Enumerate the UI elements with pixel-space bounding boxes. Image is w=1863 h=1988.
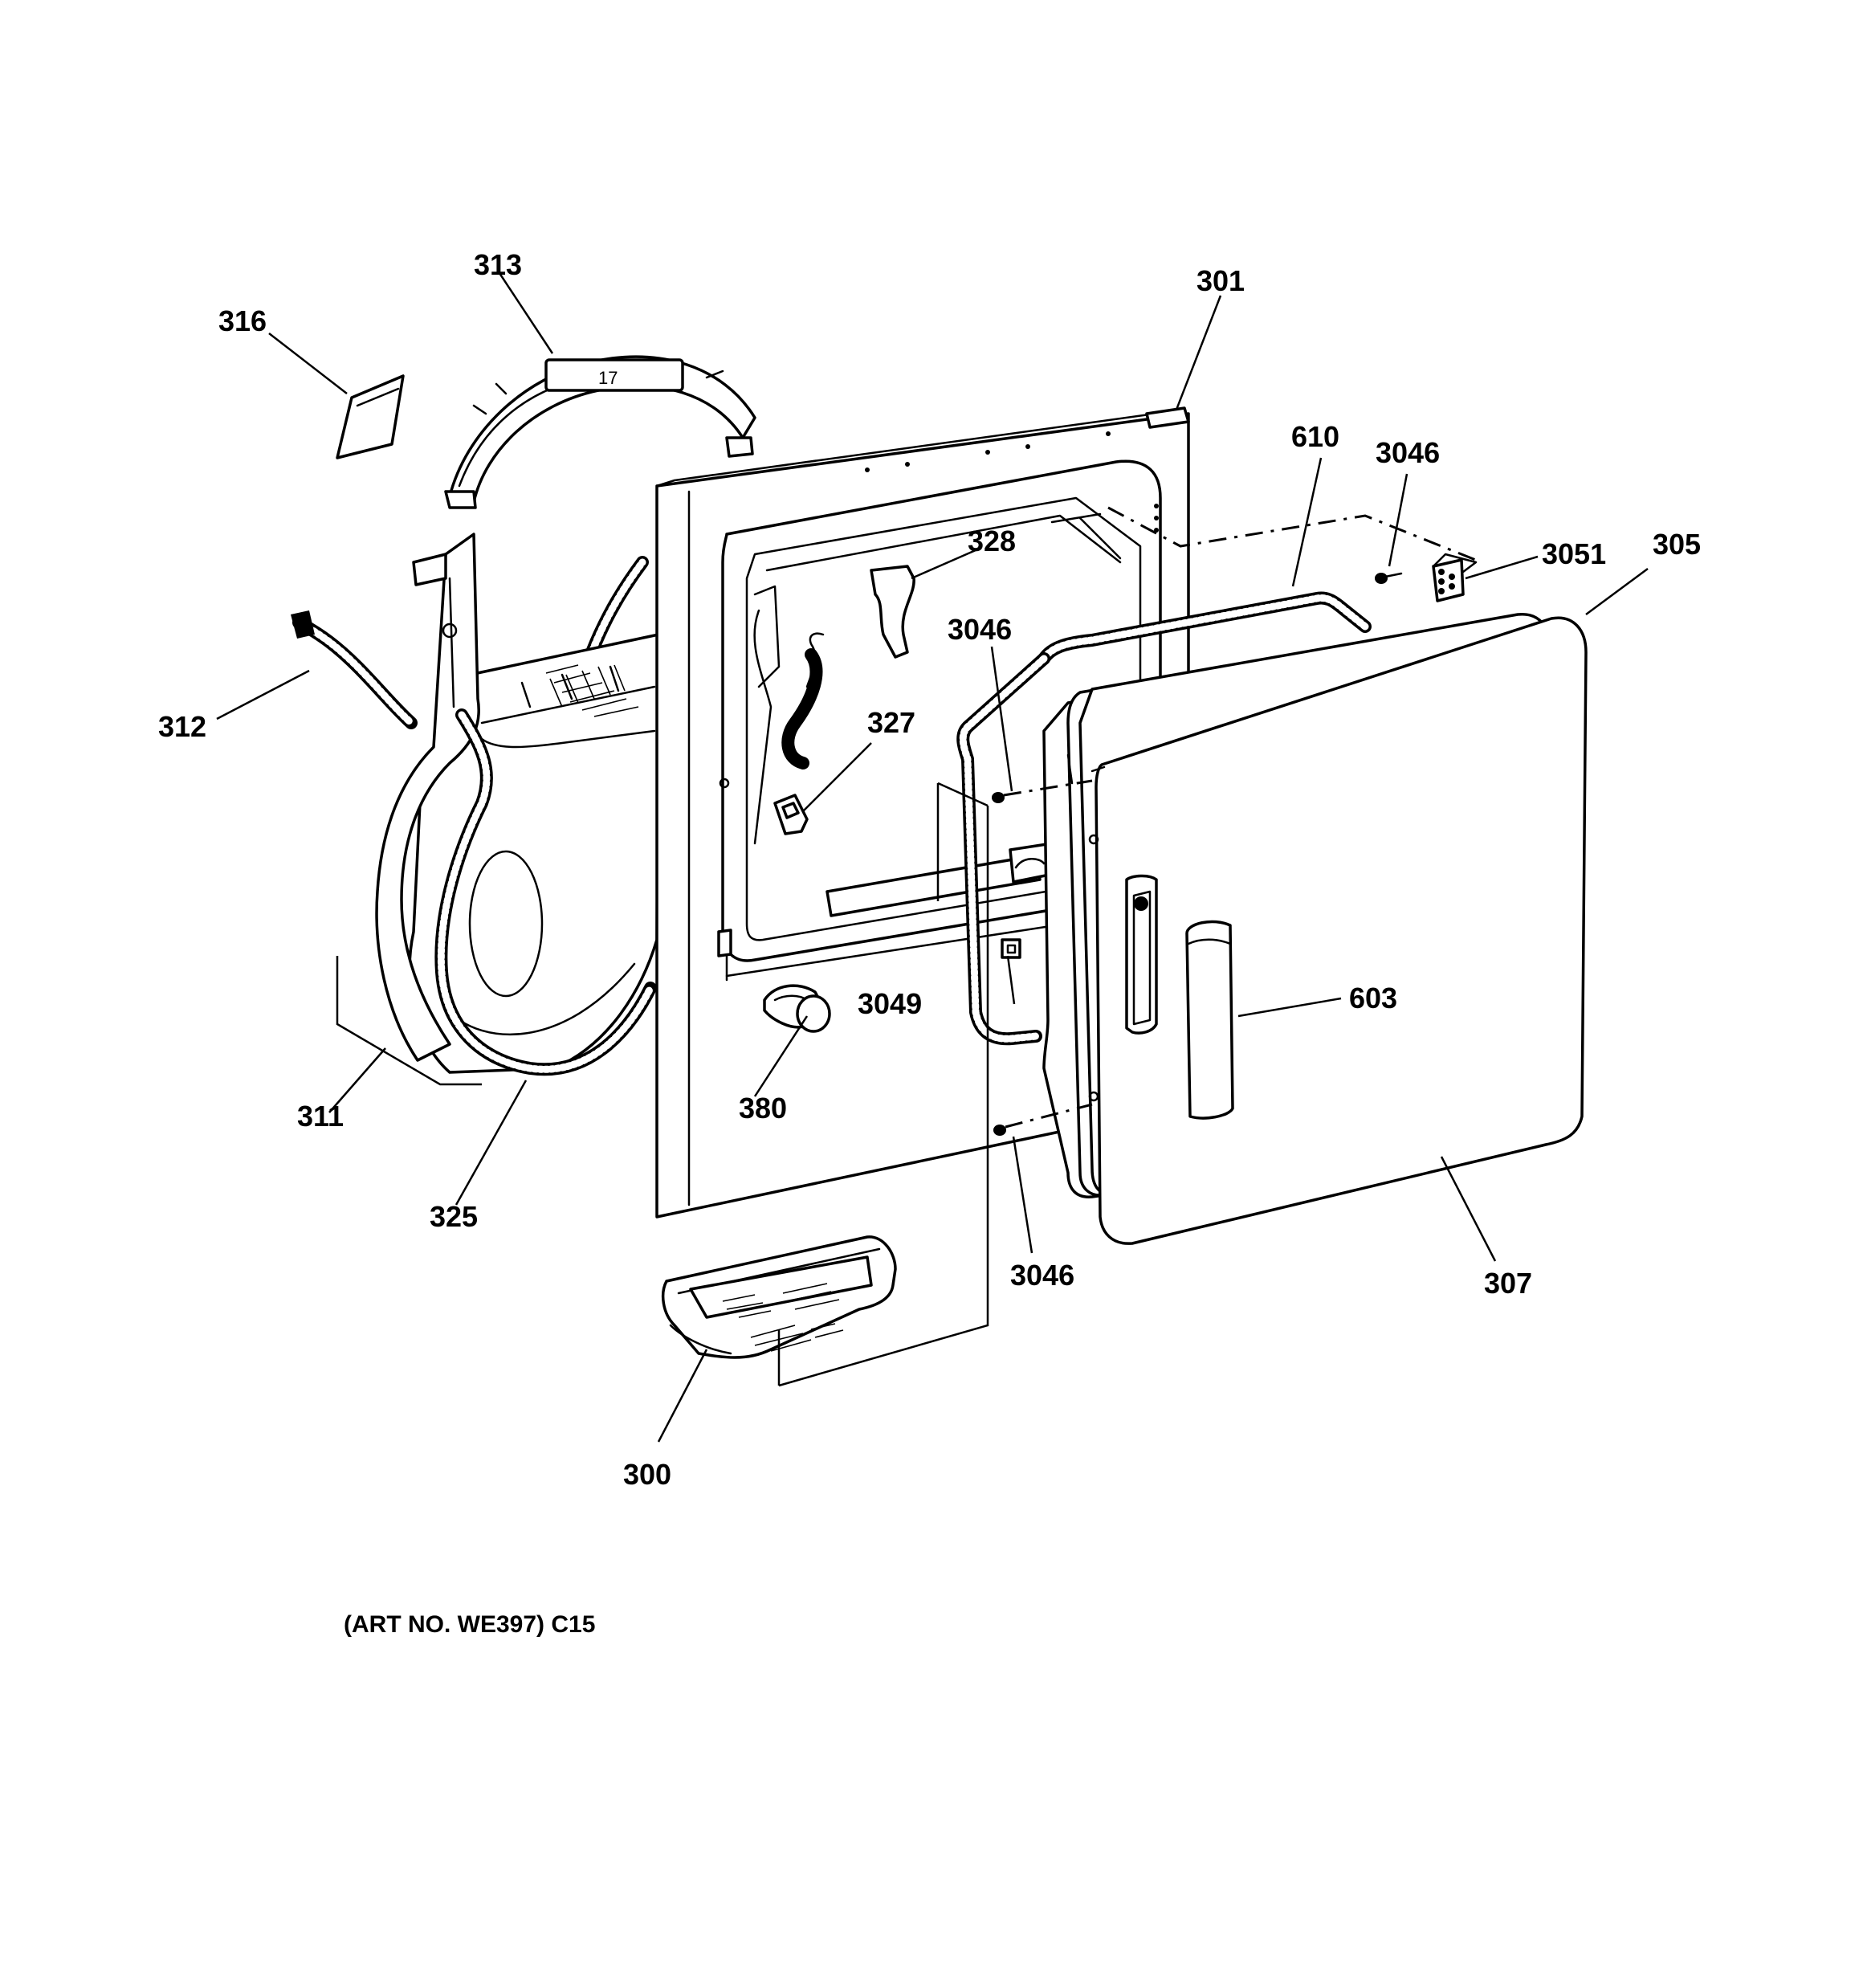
callout-3046-mid: 3046 <box>948 613 1012 646</box>
callout-316: 316 <box>218 304 267 337</box>
alignment-line-top <box>1107 506 1478 562</box>
callout-325: 325 <box>430 1200 478 1233</box>
part-300-lint-filter <box>661 1235 897 1359</box>
callout-328: 328 <box>968 525 1016 557</box>
part-311-flange <box>375 533 480 1062</box>
part-328-latch-plate <box>870 565 915 659</box>
part-305-door-outer <box>1066 616 1588 1245</box>
callout-305: 305 <box>1653 528 1701 561</box>
callout-301: 301 <box>1196 264 1245 297</box>
part-3046-screw-top <box>1375 572 1403 584</box>
part-3046-screw-mid <box>992 779 1093 803</box>
callout-603: 603 <box>1349 982 1397 1014</box>
art-number: (ART NO. WE397) C15 <box>344 1611 595 1638</box>
callout-300: 300 <box>623 1458 671 1491</box>
callout-327: 327 <box>867 706 915 739</box>
part-3049-strike <box>1001 938 1021 959</box>
leader-lines <box>216 272 1649 1443</box>
callout-307: 307 <box>1484 1267 1532 1300</box>
callout-labels: 313 316 301 610 3046 3051 305 328 3046 3… <box>158 248 1701 1491</box>
callout-3046-bottom: 3046 <box>1010 1259 1074 1292</box>
part-313-arch-bracket: 17 <box>444 355 756 509</box>
part-327-switch <box>773 632 825 835</box>
callout-312: 312 <box>158 710 206 743</box>
callout-3046-top: 3046 <box>1376 436 1440 469</box>
part-610-door-gasket <box>956 591 1372 1046</box>
part-316-strip <box>336 374 405 459</box>
callout-610: 610 <box>1291 420 1339 453</box>
callout-3049: 3049 <box>858 987 922 1020</box>
part-3046-screw-bottom <box>993 1103 1093 1136</box>
callout-3051: 3051 <box>1542 537 1606 570</box>
part-325-seal <box>434 708 657 1076</box>
svg-text:17: 17 <box>598 368 618 388</box>
part-380-knob <box>763 984 831 1033</box>
callout-380: 380 <box>739 1092 787 1125</box>
callout-311: 311 <box>297 1100 344 1133</box>
part-3051-hinge-block <box>1432 553 1478 602</box>
callout-313: 313 <box>474 248 522 281</box>
